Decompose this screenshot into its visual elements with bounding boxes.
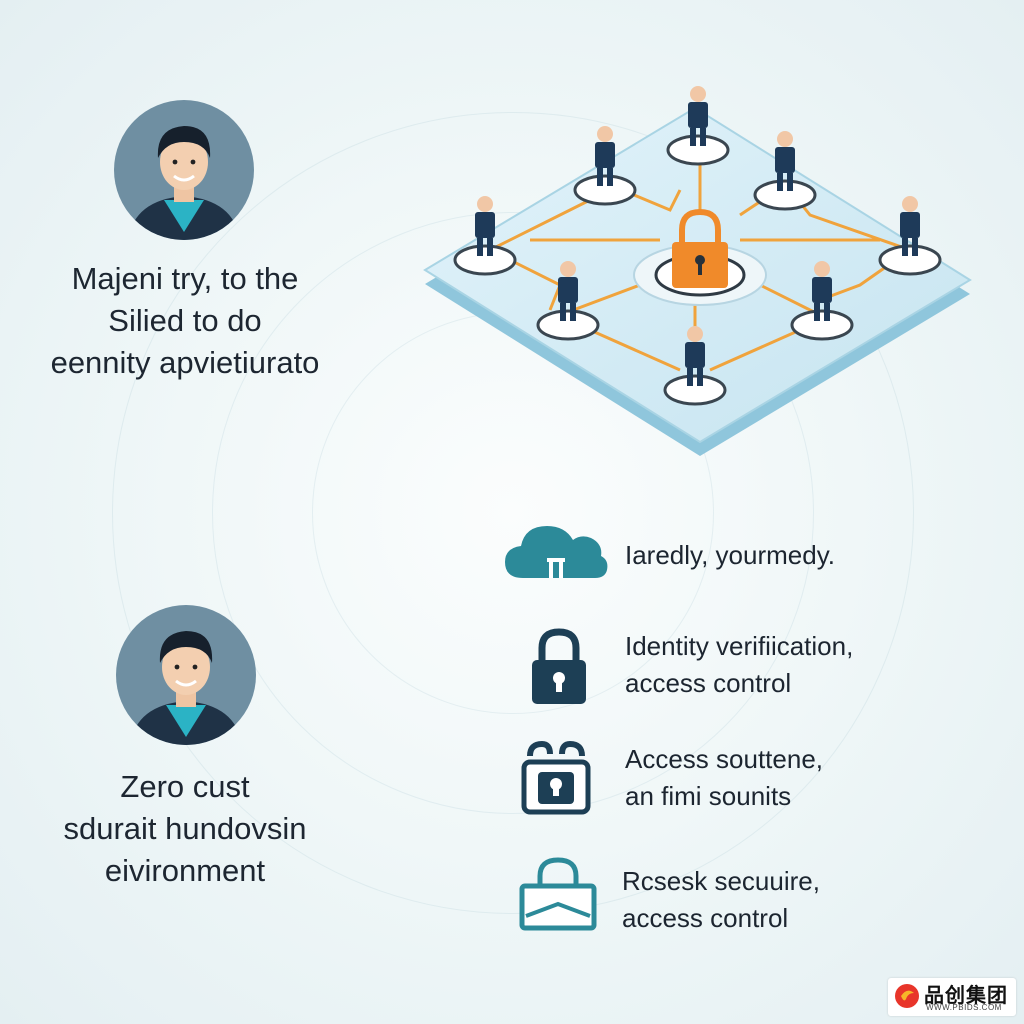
feature-line: Identity verifiication, <box>625 631 854 661</box>
feature-text-3: Access souttene, an fimi sounits <box>625 741 823 815</box>
profile-caption-line: Silied to do <box>108 303 262 338</box>
folder-lock-icon <box>518 854 598 939</box>
profile-caption-line: Zero cust <box>120 769 250 804</box>
feature-line: access control <box>622 903 789 933</box>
person-node-icon <box>475 86 920 386</box>
background-ring <box>212 212 814 814</box>
profile-caption-line: sdurait hundovsin <box>63 811 307 846</box>
profile-caption-line: eivironment <box>104 853 266 888</box>
watermark: 品创集团 WWW.PBIDS.COM <box>888 978 1016 1016</box>
node-bases <box>453 134 942 406</box>
feature-line: an fimi sounits <box>625 781 792 811</box>
profile-caption-line: eennity apvietiurato <box>50 345 320 380</box>
feature-text-1: Iaredly, yourmedy. <box>625 537 835 574</box>
feature-line: Access souttene, <box>625 744 823 774</box>
feature-text-4: Rcsesk secuuire, access control <box>622 863 820 937</box>
padlock-icon <box>633 208 767 306</box>
network-diagram <box>410 70 980 465</box>
feature-line: access control <box>625 668 792 698</box>
feature-text-2: Identity verifiication, access control <box>625 628 853 702</box>
brand-logo-icon <box>895 984 919 1008</box>
profile-caption-1: Majeni try, to the Silied to do eennity … <box>20 258 350 384</box>
briefcase-lock-icon <box>520 738 592 823</box>
background-ring <box>112 112 914 914</box>
watermark-brand: 品创集团 <box>924 985 1008 1007</box>
padlock-icon <box>528 626 590 713</box>
profile-avatar-2 <box>116 605 256 745</box>
cloud-icon <box>503 518 609 589</box>
profile-caption-2: Zero cust sdurait hundovsin eivironment <box>20 766 350 892</box>
person-avatar-icon <box>116 605 256 745</box>
feature-line: Rcsesk secuuire, <box>622 866 820 896</box>
watermark-url: WWW.PBIDS.COM <box>926 1003 1002 1012</box>
profile-caption-line: Majeni try, to the <box>71 261 299 296</box>
profile-avatar-1 <box>114 100 254 240</box>
feature-line: Iaredly, yourmedy. <box>625 540 836 570</box>
network-platform <box>423 86 972 456</box>
person-avatar-icon <box>114 100 254 240</box>
